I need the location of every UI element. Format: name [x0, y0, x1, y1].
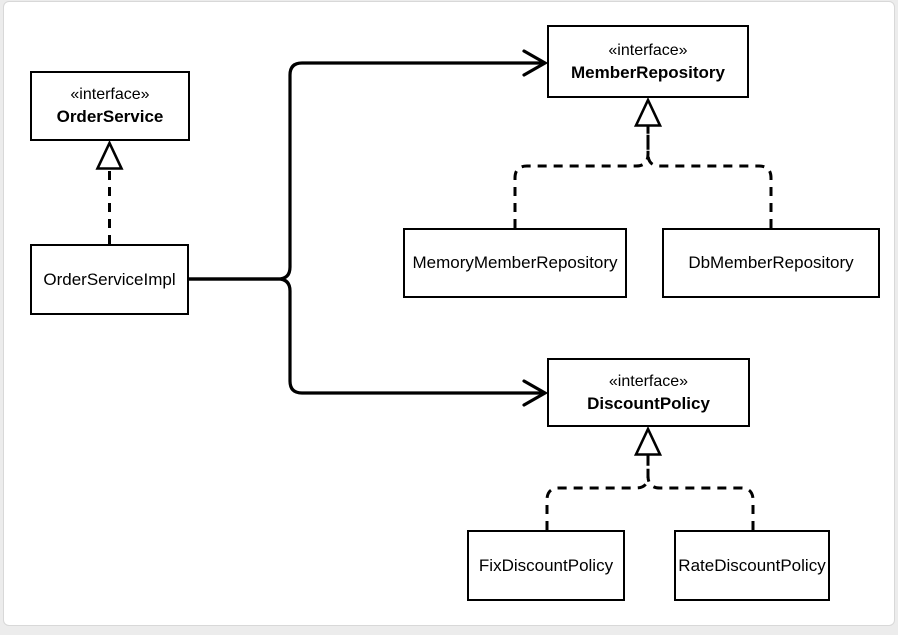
- edge-orderserviceimpl-realizes-orderservice: [95, 139, 124, 244]
- stereotype-label: «interface»: [70, 86, 150, 103]
- class-box-order-service-impl: OrderServiceImpl: [30, 244, 189, 315]
- class-name-label: FixDiscountPolicy: [478, 555, 614, 575]
- class-box-member-repository: «interface» MemberRepository: [547, 25, 749, 98]
- class-box-discount-policy: «interface» DiscountPolicy: [547, 358, 750, 427]
- hollow-triangle-arrowhead-icon: [633, 96, 663, 127]
- edge-dbmemberrepository-realizes-memberrepository: [633, 96, 773, 228]
- class-name-label: MemberRepository: [571, 62, 725, 82]
- hollow-triangle-arrowhead-icon: [633, 425, 663, 456]
- class-name-label: DiscountPolicy: [587, 393, 710, 413]
- class-box-memory-member-repository: MemoryMemberRepository: [403, 228, 627, 298]
- edge-orderserviceimpl-depends-discountpolicy: [187, 277, 549, 407]
- edge-ratediscountpolicy-realizes-discountpolicy: [633, 425, 755, 530]
- stereotype-label: «interface»: [608, 372, 689, 390]
- open-arrowhead-icon: [522, 379, 549, 407]
- class-box-rate-discount-policy: RateDiscountPolicy: [674, 530, 830, 601]
- edge-memorymemberrepository-realizes-memberrepository: [513, 126, 650, 228]
- class-name-label: OrderService: [56, 107, 164, 126]
- class-box-db-member-repository: DbMemberRepository: [662, 228, 880, 298]
- hollow-triangle-arrowhead-icon: [95, 139, 124, 170]
- class-box-order-service: «interface» OrderService: [30, 71, 190, 141]
- class-name-label: DbMemberRepository: [688, 253, 854, 272]
- open-arrowhead-icon: [522, 49, 549, 77]
- class-box-fix-discount-policy: FixDiscountPolicy: [467, 530, 625, 601]
- class-name-label: MemoryMemberRepository: [412, 253, 618, 272]
- class-name-label: OrderServiceImpl: [43, 269, 176, 289]
- stereotype-label: «interface»: [608, 41, 688, 59]
- class-name-label: RateDiscountPolicy: [678, 555, 826, 575]
- edge-fixdiscountpolicy-realizes-discountpolicy: [545, 453, 650, 530]
